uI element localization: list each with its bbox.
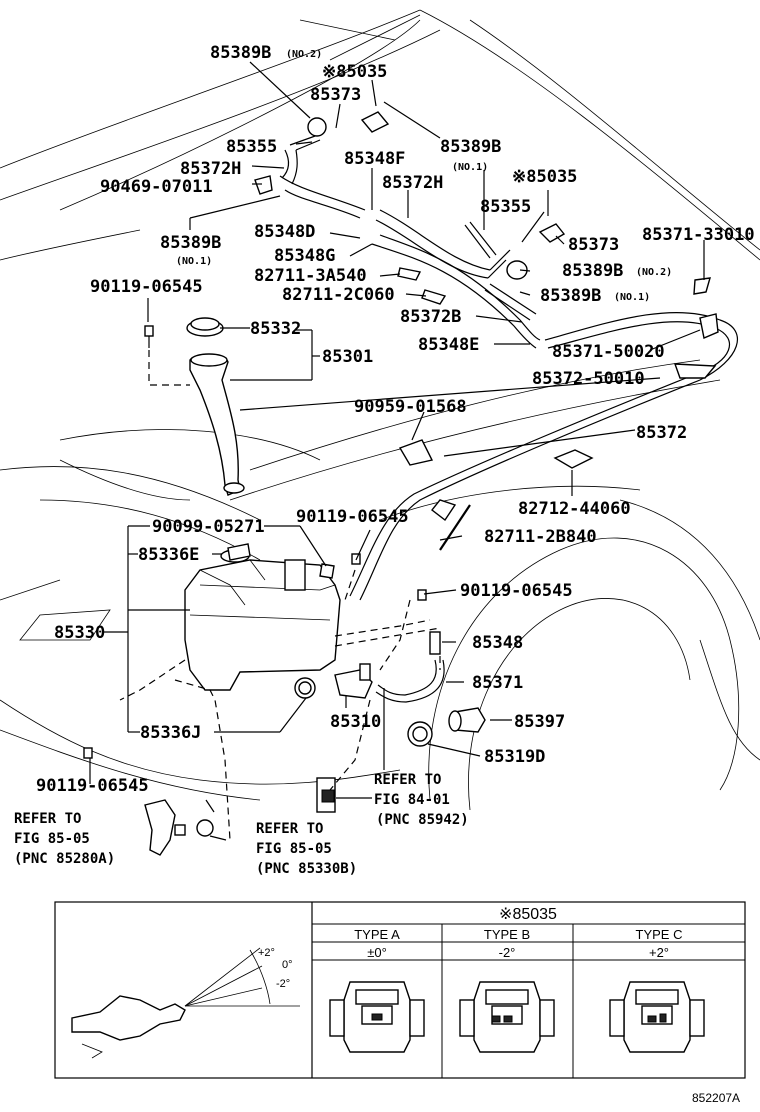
label-85348G: 85348G [274, 246, 335, 266]
type-b-angle: -2° [499, 945, 516, 960]
hose-lines [279, 134, 738, 703]
part-labels: 85389B (NO.2) ※85035 85373 85355 85372H … [36, 43, 755, 796]
label-85389B-no2-top-suffix: (NO.2) [286, 49, 322, 60]
reference-notes: REFER TO FIG 84-01 (PNC 85942) REFER TO … [14, 772, 469, 877]
label-85371-33010: 85371-33010 [642, 225, 755, 245]
label-85371: 85371 [472, 673, 523, 693]
type-a-name: TYPE A [354, 927, 400, 942]
label-90959-01568: 90959-01568 [354, 397, 467, 417]
type-a-nozzle-icon [329, 981, 425, 1053]
label-85389B-no1-right: 85389B [440, 137, 501, 157]
rear-pump [144, 799, 214, 856]
label-85397: 85397 [514, 712, 565, 732]
dashed-lines [119, 350, 441, 841]
ref-fig-84-01-line2: FIG 84-01 [374, 792, 450, 808]
filler-neck [189, 353, 245, 496]
table-header: ※85035 [499, 906, 557, 923]
label-90469-07011: 90469-07011 [100, 177, 213, 197]
label-90119-06545-b: 90119-06545 [296, 507, 409, 527]
label-85389B-no1-right2: 85389B [540, 286, 601, 306]
elbow-85348 [429, 631, 441, 655]
label-85372H-mid: 85372H [382, 173, 443, 193]
label-85355-right: 85355 [480, 197, 531, 217]
label-85348D: 85348D [254, 222, 315, 242]
type-b-name: TYPE B [484, 927, 530, 942]
label-85319D: 85319D [484, 747, 545, 767]
label-90119-06545-c: 90119-06545 [460, 581, 573, 601]
label-82711-2B840: 82711-2B840 [484, 527, 597, 547]
label-85389B-no2-right-suffix: (NO.2) [636, 267, 672, 278]
label-85348E: 85348E [418, 335, 479, 355]
ref-fig-85-05b-line1: REFER TO [256, 821, 323, 837]
washer-nozzles [307, 111, 566, 280]
angle-plus-label: +2° [258, 947, 275, 959]
leader-lines [89, 61, 705, 841]
label-85336J: 85336J [140, 723, 201, 743]
ref-fig-84-01-line3: (PNC 85942) [376, 812, 469, 828]
clips [227, 175, 719, 579]
connector-85942 [316, 777, 336, 813]
spray-angle-drawing: +2° 0° -2° [71, 947, 300, 1059]
label-85389B-no2-right: 85389B [562, 261, 623, 281]
figure-code: 852207A [692, 1091, 740, 1105]
label-85330: 85330 [54, 623, 105, 643]
ref-fig-85-05a-line1: REFER TO [14, 811, 81, 827]
label-85348: 85348 [472, 633, 523, 653]
label-82711-3A540: 82711-3A540 [254, 266, 367, 286]
label-90099-05271: 90099-05271 [152, 517, 265, 537]
label-85035-right: ※85035 [512, 167, 577, 187]
label-85332: 85332 [250, 319, 301, 339]
label-85336E: 85336E [138, 545, 199, 565]
label-85372: 85372 [636, 423, 687, 443]
label-85355-top: 85355 [226, 137, 277, 157]
ref-fig-85-05a-line3: (PNC 85280A) [14, 851, 115, 867]
washer-tank [184, 549, 341, 691]
type-c-angle: +2° [649, 945, 669, 960]
label-85372-50010: 85372-50010 [532, 369, 645, 389]
ref-fig-85-05b-line2: FIG 85-05 [256, 841, 332, 857]
label-90119-06545-d: 90119-06545 [36, 776, 149, 796]
type-c-name: TYPE C [636, 927, 683, 942]
angle-zero-label: 0° [282, 959, 293, 971]
label-85389B-no1-left: 85389B [160, 233, 221, 253]
label-82712-44060: 82712-44060 [518, 499, 631, 519]
washer-pump [294, 663, 373, 699]
label-85389B-no1-right-suffix: (NO.1) [452, 162, 488, 173]
label-85373-top: 85373 [310, 85, 361, 105]
angle-minus-label: -2° [276, 978, 290, 990]
label-85310: 85310 [330, 712, 381, 732]
tank-cap [186, 317, 224, 337]
nozzle-type-table: ※85035 TYPE A TYPE B TYPE C ±0° -2° +2° [54, 901, 746, 1079]
ref-fig-84-01-line1: REFER TO [374, 772, 441, 788]
label-85389B-no1-right2-suffix: (NO.1) [614, 292, 650, 303]
ref-fig-85-05a-line2: FIG 85-05 [14, 831, 90, 847]
label-85389B-no1-left-suffix: (NO.1) [176, 256, 212, 267]
label-85301: 85301 [322, 347, 373, 367]
type-b-nozzle-icon [459, 981, 555, 1053]
label-82711-2C060: 82711-2C060 [282, 285, 395, 305]
label-85389B-no2-top: 85389B [210, 43, 271, 63]
pump-motor [407, 707, 486, 747]
label-90119-06545-a: 90119-06545 [90, 277, 203, 297]
ref-fig-85-05b-line3: (PNC 85330B) [256, 861, 357, 877]
label-85348F: 85348F [344, 149, 405, 169]
label-85372B: 85372B [400, 307, 461, 327]
label-85371-50020: 85371-50020 [552, 342, 665, 362]
type-a-angle: ±0° [367, 945, 387, 960]
label-85035-top: ※85035 [322, 62, 387, 82]
label-85373-right: 85373 [568, 235, 619, 255]
label-85372H-left: 85372H [180, 159, 241, 179]
type-c-nozzle-icon [609, 981, 705, 1053]
